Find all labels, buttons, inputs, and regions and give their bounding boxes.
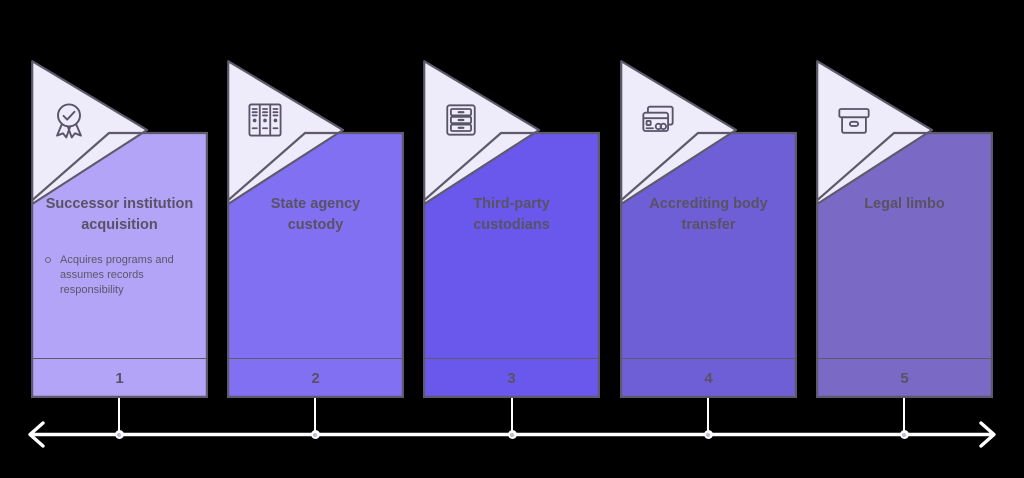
timeline-stem <box>118 398 120 435</box>
step-title: Successor institution acquisition <box>45 196 194 234</box>
card-content: Accrediting body transfer <box>620 60 797 398</box>
file-cabinet-icon <box>439 98 483 142</box>
step-title: Third-party custodians <box>473 196 550 234</box>
process-step-card[interactable]: State agency custody 2 <box>227 60 404 398</box>
step-bullet: Acquires programs and assumes records re… <box>44 253 198 298</box>
card-notch-triangle <box>816 60 934 206</box>
card-body-outline <box>31 131 208 398</box>
timeline-marker[interactable] <box>899 430 909 439</box>
step-bullet-list: Acquires programs and assumes records re… <box>31 253 208 301</box>
lockers-icon <box>243 98 287 142</box>
step-title: Accrediting body transfer <box>649 196 768 234</box>
step-number: 5 <box>816 358 993 398</box>
award-ribbon-check-icon <box>47 98 91 142</box>
card-notch-triangle <box>620 60 738 206</box>
arrow-right-icon <box>979 421 996 448</box>
card-body-outline <box>423 131 600 398</box>
card-notch-triangle <box>31 60 149 206</box>
step-number: 1 <box>31 358 208 398</box>
timeline-stem <box>903 398 905 435</box>
archive-box-icon <box>832 98 876 142</box>
card-content: Legal limbo <box>816 60 993 398</box>
step-number: 2 <box>227 358 404 398</box>
card-body-outline <box>620 131 797 398</box>
step-title: Legal limbo <box>864 196 945 212</box>
timeline-marker[interactable] <box>703 430 713 439</box>
card-content: Successor institution acquisition Acquir… <box>31 60 208 398</box>
id-cards-icon <box>636 98 680 142</box>
timeline-axis <box>0 398 1024 458</box>
card-content: State agency custody <box>227 60 404 398</box>
timeline-marker[interactable] <box>114 430 124 439</box>
process-step-card[interactable]: Third-party custodians 3 <box>423 60 600 398</box>
timeline-stem <box>314 398 316 435</box>
card-notch-triangle <box>423 60 541 206</box>
card-notch-triangle <box>227 60 345 206</box>
step-number: 4 <box>620 358 797 398</box>
timeline-stem <box>511 398 513 435</box>
process-step-card[interactable]: Successor institution acquisition Acquir… <box>31 60 208 398</box>
arrow-left-icon <box>28 421 45 448</box>
card-body-outline <box>816 131 993 398</box>
card-body-outline <box>227 131 404 398</box>
timeline-stem <box>707 398 709 435</box>
process-step-card[interactable]: Legal limbo 5 <box>816 60 993 398</box>
step-number: 3 <box>423 358 600 398</box>
double-arrow-line <box>28 421 996 448</box>
card-content: Third-party custodians <box>423 60 600 398</box>
timeline-marker[interactable] <box>507 430 517 439</box>
timeline-marker[interactable] <box>310 430 320 439</box>
process-step-card[interactable]: Accrediting body transfer 4 <box>620 60 797 398</box>
step-title: State agency custody <box>270 196 361 234</box>
